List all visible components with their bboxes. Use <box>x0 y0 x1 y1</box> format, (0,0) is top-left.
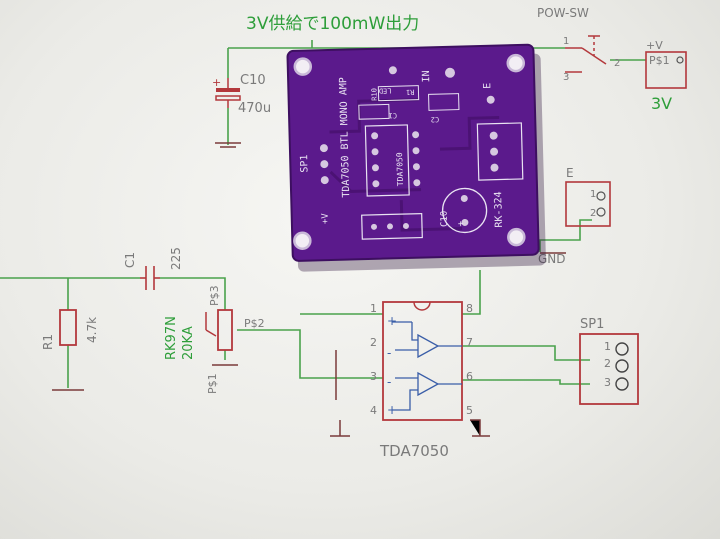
e-pin2: 2 <box>590 208 596 219</box>
pcb-sp1-label: SP1 <box>299 154 310 172</box>
pow-sw-pin3: 3 <box>563 72 569 83</box>
c10-value: 470u <box>238 101 271 116</box>
c1-label: C1 <box>123 252 137 268</box>
pcb-led-label: LED <box>379 86 392 94</box>
gnd-label: GND <box>538 252 566 266</box>
pcb-c2-label: C2 <box>431 115 440 123</box>
pot-pin2: P$2 <box>244 317 265 330</box>
sp1-pad-2 <box>615 359 629 373</box>
e-pin1: 1 <box>590 189 596 200</box>
ic-pin8: 8 <box>466 302 473 315</box>
pcb-in-label: IN <box>421 70 432 82</box>
ic-pin2: 2 <box>370 336 377 349</box>
ic-minus-1: - <box>387 346 391 360</box>
ic-pin7: 7 <box>466 336 473 349</box>
sp1-pin2: 2 <box>604 357 611 370</box>
sp1-pad-1 <box>615 342 629 356</box>
op-amp-symbols <box>392 321 462 411</box>
page-title: 3V供給で100mW出力 <box>246 14 419 34</box>
pcb-vplus-label: +V <box>321 213 331 225</box>
e-pad-1 <box>596 191 606 201</box>
ic-name: TDA7050 <box>379 442 449 460</box>
pcb-plus-label: + <box>458 219 464 229</box>
pcb-board: TDA7050 BTL MONO AMP SP1 TDA7050 IN E RK… <box>286 43 546 272</box>
e-pad-2 <box>596 207 606 217</box>
supply-voltage: 3V <box>651 94 672 113</box>
pcb-c10-label: C10 <box>440 211 450 228</box>
supply-pad <box>676 56 684 64</box>
r1-resistor <box>59 309 77 346</box>
pcb-r10-label: R10 <box>370 88 378 101</box>
pcb-e-label: E <box>482 83 493 89</box>
e-label: E <box>566 166 574 180</box>
sp1-pad-3 <box>615 377 629 391</box>
sp1-pin1: 1 <box>604 340 611 353</box>
pot-wiper-arrow <box>205 312 217 337</box>
ic-pin4: 4 <box>370 404 377 417</box>
ic-pin5: 5 <box>466 404 473 417</box>
c10-label: C10 <box>240 73 266 88</box>
ic-plus-1: + <box>387 314 397 328</box>
c10-capacitor <box>215 78 241 108</box>
c1-capacitor <box>140 266 160 290</box>
pot-pin3: P$3 <box>208 285 221 306</box>
r1-value: 4.7k <box>85 317 99 343</box>
ground-symbols <box>52 142 566 437</box>
pot-part: RK97N <box>164 316 179 360</box>
ic-notch <box>413 301 431 311</box>
supply-pin-label: P$1 <box>649 54 670 67</box>
sp1-pin3: 3 <box>604 376 611 389</box>
ic-pin6: 6 <box>466 370 473 383</box>
pot-value: 20KA <box>181 326 196 360</box>
pcb-r1-label: R1 <box>406 88 415 96</box>
volume-pot <box>217 309 233 351</box>
supply-box <box>645 51 687 89</box>
pow-sw-pin2: 2 <box>614 58 620 69</box>
pow-sw-label: POW-SW <box>537 6 589 20</box>
sp1-label: SP1 <box>580 317 604 332</box>
e-terminal-box <box>565 181 611 227</box>
vplus-label: +V <box>646 39 663 52</box>
pcb-c1-label: C1 <box>389 111 398 119</box>
r1-label: R1 <box>41 334 55 350</box>
c1-value: 225 <box>169 247 183 270</box>
pot-pin1: P$1 <box>206 373 219 394</box>
power-switch <box>565 35 607 73</box>
ic-minus-2: - <box>387 375 391 389</box>
ic-pin3: 3 <box>370 370 377 383</box>
pcb-rk324-label: RK-324 <box>493 191 505 227</box>
ic-plus-2: + <box>387 403 397 417</box>
pcb-title: TDA7050 BTL MONO AMP <box>338 77 352 198</box>
tda7050-ic <box>382 301 463 421</box>
c10-plus-sign: + <box>212 76 221 89</box>
sp1-connector <box>579 333 639 405</box>
pow-sw-pin1: 1 <box>563 36 569 47</box>
ic-pin1: 1 <box>370 302 377 315</box>
pcb-ic-label: TDA7050 <box>395 152 405 186</box>
